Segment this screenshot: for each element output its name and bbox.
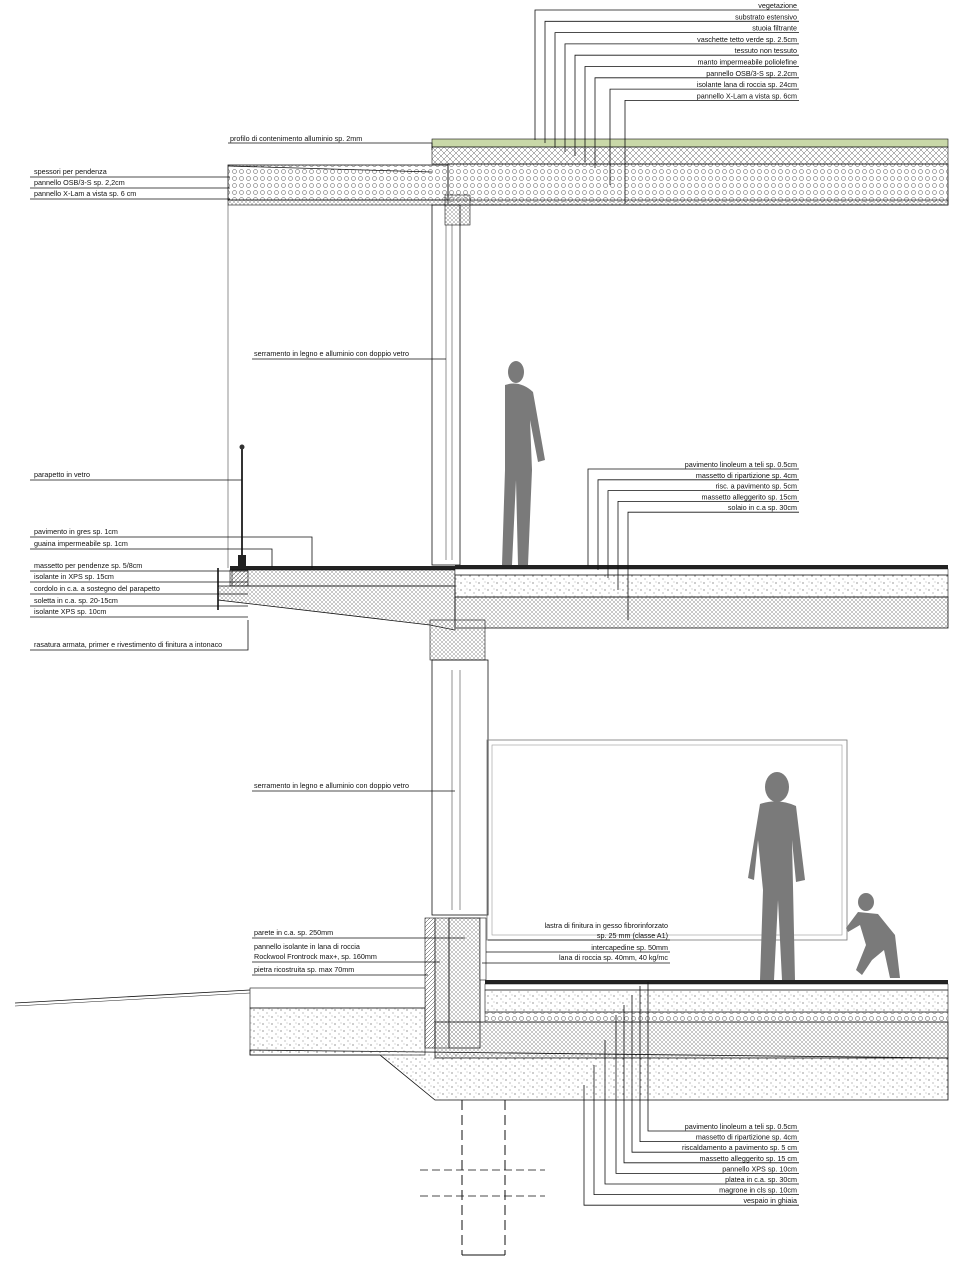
ground-floor-label: platea in c.a. sp. 30cm: [725, 1175, 797, 1184]
upper-window: [431, 204, 461, 566]
roof-layer-label: stuoia filtrante: [752, 24, 797, 33]
wall-labels: parete in c.a. sp. 250mm pannello isolan…: [252, 928, 465, 976]
balcony-finish-label: rasatura armata, primer e rivestimento d…: [34, 640, 222, 649]
roof-layer-label: manto impermeabile poliolefine: [698, 58, 797, 67]
roof-assembly: [227, 138, 949, 226]
upper-floor-label: solaio in c.a sp. 30cm: [728, 503, 797, 512]
lower-window-label: serramento in legno e alluminio con dopp…: [254, 781, 409, 790]
ground-floor-label: vespaio in ghiaia: [743, 1196, 797, 1205]
overhang-label: spessori per pendenza: [34, 167, 107, 176]
roof-layer-label-leader: [544, 20, 799, 143]
roof-layer-label-leader: [574, 54, 799, 156]
roof-layer-label: vaschette tetto verde sp. 2.5cm: [697, 35, 797, 44]
ground-floor-label-leader: [593, 1065, 799, 1195]
ground-floor-label-leader: [623, 1005, 799, 1164]
lining-label: lana di roccia sp. 40mm, 40 kg/mc: [559, 953, 668, 962]
lining-label: intercapedine sp. 50mm: [591, 943, 668, 952]
roof-layer-label-leader: [554, 32, 799, 148]
balcony-layer-label: pavimento in gres sp. 1cm: [34, 527, 118, 536]
roof-layer-label-leader: [609, 88, 799, 185]
person-silhouette-upper: [502, 361, 545, 565]
roof-layer-label: isolante lana di roccia sp. 24cm: [697, 80, 797, 89]
ground-floor-label: massetto alleggerito sp. 15 cm: [700, 1154, 797, 1163]
upper-floor-label: risc. a pavimento sp. 5cm: [716, 482, 798, 491]
lining-label: lastra di finitura in gesso fibrorinforz…: [545, 921, 668, 930]
roof-layer-label: pannello X-Lam a vista sp. 6cm: [697, 91, 797, 100]
roof-layer-label: vegetazione: [758, 1, 797, 10]
balcony-layer-labels: pavimento in gres sp. 1cm guaina impermea…: [30, 527, 313, 618]
balcony-layer-label: soletta in c.a. sp. 20-15cm: [34, 596, 118, 605]
upper-floor-label-leader: [627, 511, 799, 620]
person-silhouette-adult: [748, 772, 805, 980]
upper-floor-slab: [429, 565, 949, 661]
balcony-layer-label: cordolo in c.a. a sostegno del parapetto: [34, 584, 160, 593]
upper-floor-label-leader: [587, 468, 799, 566]
balcony-layer-label: isolante in XPS sp. 15cm: [34, 572, 114, 581]
upper-floor-label: massetto alleggerito sp. 15cm: [702, 492, 797, 501]
upper-floor-label-leader: [597, 479, 799, 570]
balcony-layer-label: massetto per pendenze sp. 5/8cm: [34, 561, 142, 570]
upper-floor-label-leader: [607, 490, 799, 578]
ground-floor-label-leader: [615, 1015, 799, 1174]
lining-label: sp. 25 mm (classe A1): [597, 931, 668, 940]
overhang-label: pannello X-Lam a vista sp. 6 cm: [34, 189, 136, 198]
upper-floor-labels: pavimento linoleum a teli sp. 0.5cm masse…: [587, 460, 799, 620]
ground-floor-label-leader: [647, 982, 799, 1132]
wall-label: pannello isolante in lana di roccia: [254, 942, 360, 951]
ground-floor-label-leader: [631, 995, 799, 1153]
upper-floor-label-leader: [617, 500, 799, 590]
parapet-label: parapetto in vetro: [34, 470, 90, 479]
ground-floor-label: pannello XPS sp. 10cm: [722, 1164, 797, 1173]
roof-layer-label-leader: [624, 100, 799, 204]
roof-edge-label: profilo di contenimento alluminio sp. 2m…: [230, 134, 362, 143]
overhang-label: pannello OSB/3-S sp. 2,2cm: [34, 178, 125, 187]
ground-floor-label: massetto di ripartizione sp. 4cm: [696, 1133, 797, 1142]
roof-layer-label-leader: [594, 77, 799, 168]
ground-floor-label-leader: [604, 1040, 799, 1185]
roof-layer-label: pannello OSB/3-S sp. 2.2cm: [706, 69, 797, 78]
roof-layer-label: tessuto non tessuto: [735, 46, 797, 55]
lining-labels: lastra di finitura in gesso fibrorinforz…: [482, 921, 670, 964]
glass-parapet: [238, 444, 246, 569]
wall-label: Rockwool Frontrock max+, sp. 160mm: [254, 952, 377, 961]
ground-floor-slab: [14, 980, 949, 1101]
balcony-slab: [217, 566, 456, 631]
foundation-piles: [420, 1100, 545, 1256]
upper-floor-label: massetto di ripartizione sp. 4cm: [696, 471, 797, 480]
wall-label: parete in c.a. sp. 250mm: [254, 928, 333, 937]
roof-layer-label-leader: [534, 9, 799, 140]
upper-floor-label: pavimento linoleum a teli sp. 0.5cm: [685, 460, 797, 469]
upper-window-label: serramento in legno e alluminio con dopp…: [254, 349, 409, 358]
roof-layer-label-leader: [564, 43, 799, 152]
balcony-layer-label: isolante XPS sp. 10cm: [34, 607, 106, 616]
person-silhouette-child: [846, 893, 900, 978]
roof-layer-labels: vegetazione substrato estensivo stuoia fil…: [534, 1, 799, 204]
lower-window: [431, 659, 489, 916]
ground-floor-label: riscaldamento a pavimento sp. 5 cm: [682, 1143, 797, 1152]
roof-layer-label-leader: [584, 66, 799, 162]
ground-floor-label-leader: [583, 1085, 799, 1206]
ground-floor-label: pavimento linoleum a teli sp. 0.5cm: [685, 1122, 797, 1131]
balcony-layer-label: guaina impermeabile sp. 1cm: [34, 539, 128, 548]
ground-floor-label: magrone in cls sp. 10cm: [719, 1186, 797, 1195]
wall-label: pietra ricostruita sp. max 70mm: [254, 965, 354, 974]
ground-floor-label-leader: [639, 986, 799, 1142]
roof-layer-label: substrato estensivo: [735, 12, 797, 21]
ground-floor-labels: pavimento linoleum a teli sp. 0.5cm masse…: [583, 982, 799, 1206]
